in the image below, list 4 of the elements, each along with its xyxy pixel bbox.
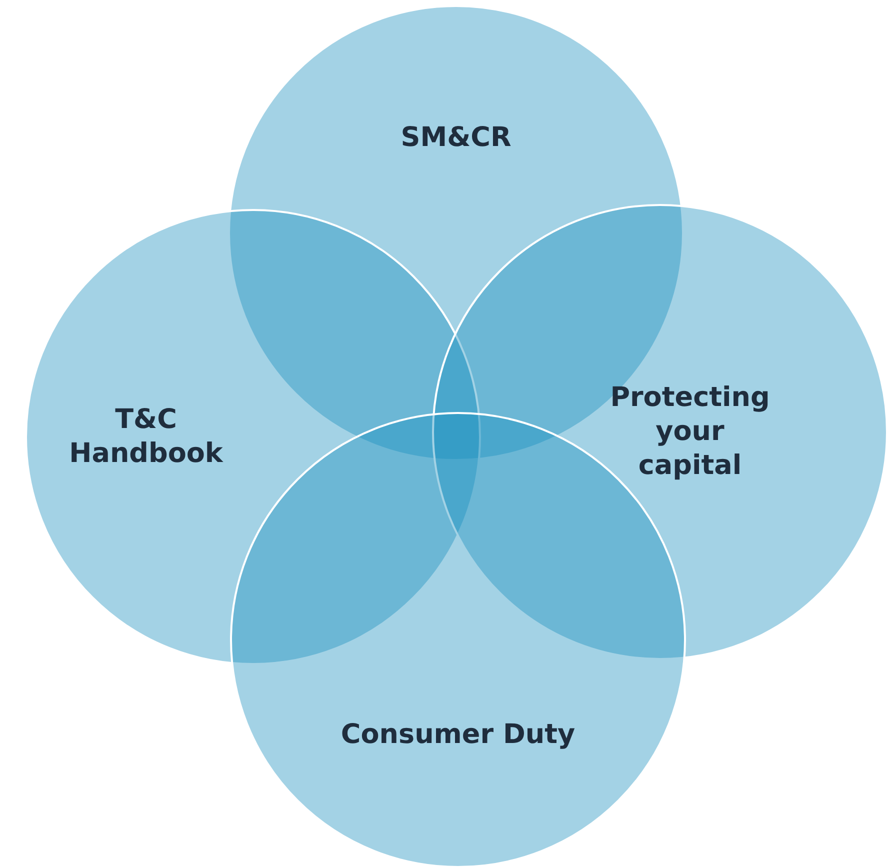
circle-label: T&C Handbook <box>68 403 224 471</box>
circle-label: Consumer Duty <box>340 718 576 752</box>
circle-label: Protecting your capital <box>609 381 771 483</box>
circle-label: SM&CR <box>400 121 512 155</box>
